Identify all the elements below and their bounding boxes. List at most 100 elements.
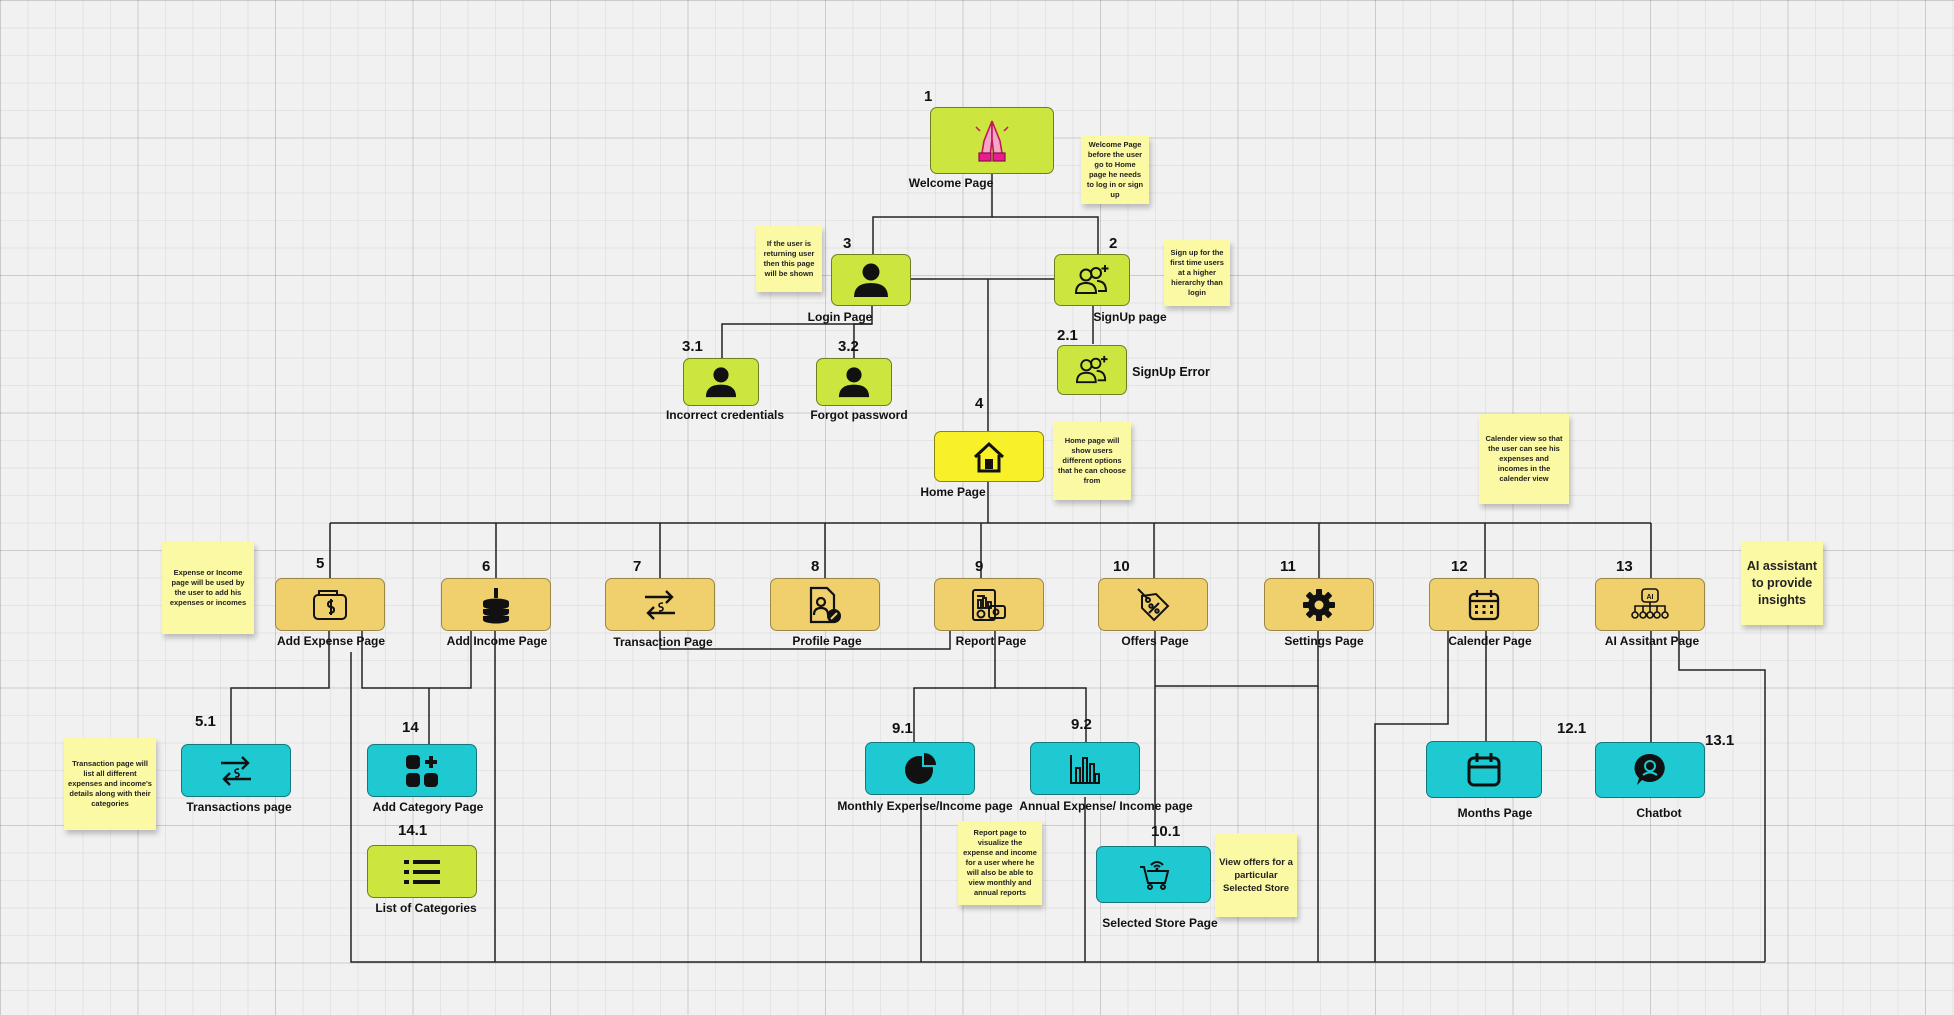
- node-number: 2: [1109, 235, 1118, 252]
- node-number: 3.1: [682, 338, 703, 355]
- calendar-icon: [1467, 752, 1501, 786]
- list-of-categories-label: List of Categories: [375, 901, 477, 915]
- ai-assitant-page-label: AI Assitant Page: [1604, 634, 1700, 648]
- ai-assitant-page-node[interactable]: AI: [1595, 578, 1705, 631]
- chatbot-label: Chatbot: [1636, 806, 1682, 820]
- pie-chart-icon: [905, 752, 936, 784]
- sticky-note-login: If the user is returning user then this …: [756, 226, 822, 292]
- node-number: 10: [1113, 558, 1130, 575]
- node-number: 4: [975, 395, 984, 412]
- calendar-icon: [1468, 589, 1500, 620]
- offers-page-label: Offers Page: [1121, 634, 1189, 648]
- profile-page-label: Profile Page: [792, 634, 862, 648]
- user-icon: [838, 367, 870, 398]
- months-page-node[interactable]: [1426, 741, 1542, 798]
- months-page-label: Months Page: [1457, 806, 1533, 820]
- discount-tag-icon: [1137, 587, 1170, 621]
- forgot-password-node[interactable]: [816, 358, 892, 406]
- transactions-page-node[interactable]: [181, 744, 291, 797]
- settings-page-node[interactable]: [1264, 578, 1374, 631]
- wallet-icon: [313, 589, 347, 620]
- add-expense-page-node[interactable]: [275, 578, 385, 631]
- profile-page-node[interactable]: [770, 578, 880, 631]
- settings-page-label: Settings Page: [1284, 634, 1364, 648]
- node-number: 13.1: [1705, 732, 1735, 749]
- node-number: 12.1: [1557, 720, 1587, 737]
- add-category-page-node[interactable]: [367, 744, 477, 797]
- node-number: 3: [843, 235, 852, 252]
- monthly-expense-income-page-label: Monthly Expense/Income page: [837, 799, 1013, 813]
- node-number: 12: [1451, 558, 1468, 575]
- transaction-page-label: Transaction Page: [613, 635, 713, 649]
- node-number: 8: [811, 558, 820, 575]
- add-users-icon: [1074, 265, 1109, 294]
- add-users-icon: [1075, 355, 1108, 384]
- sticky-note-welcome: Welcome Page before the user go to Home …: [1081, 136, 1149, 204]
- annual-expense-income-page-label: Annual Expense/ Income page: [1019, 799, 1193, 813]
- profile-document-icon: [809, 586, 841, 623]
- signup-page-label: SignUp page: [1093, 310, 1167, 324]
- signup-error-label: SignUp Error: [1132, 365, 1210, 379]
- add-category-page-label: Add Category Page: [372, 800, 484, 814]
- welcome-page-label: Welcome Page: [908, 176, 994, 190]
- svg-text:AI: AI: [1647, 594, 1654, 601]
- add-income-page-label: Add Income Page: [446, 634, 548, 648]
- annual-expense-income-page-node[interactable]: [1030, 742, 1140, 795]
- node-number: 5: [316, 555, 325, 572]
- list-of-categories-node[interactable]: [367, 845, 477, 898]
- sticky-note-report: Report page to visualize the expense and…: [958, 821, 1042, 905]
- forgot-password-label: Forgot password: [810, 408, 908, 422]
- grid-plus-icon: [406, 754, 438, 787]
- calender-page-node[interactable]: [1429, 578, 1539, 631]
- add-income-page-node[interactable]: [441, 578, 551, 631]
- home-page-label: Home Page: [920, 485, 986, 499]
- incorrect-credentials-node[interactable]: [683, 358, 759, 406]
- bar-chart-icon: [1070, 754, 1100, 784]
- home-page-node[interactable]: [934, 431, 1044, 482]
- login-page-node[interactable]: [831, 254, 911, 306]
- node-number: 14.1: [398, 822, 428, 839]
- offers-page-node[interactable]: [1098, 578, 1208, 631]
- sticky-note-home: Home page will show users different opti…: [1053, 422, 1131, 500]
- monthly-expense-income-page-node[interactable]: [865, 742, 975, 795]
- report-page-label: Report Page: [955, 634, 1027, 648]
- node-number: 6: [482, 558, 491, 575]
- node-number: 14: [402, 719, 419, 736]
- list-icon: [404, 859, 440, 884]
- report-page-node[interactable]: [934, 578, 1044, 631]
- signup-error-node[interactable]: [1057, 345, 1127, 395]
- sticky-note-transaction: Transaction page will list all different…: [64, 738, 156, 830]
- chatbot-node[interactable]: [1595, 742, 1705, 798]
- node-number: 9.1: [892, 720, 913, 737]
- user-icon: [705, 367, 737, 398]
- node-number: 10.1: [1151, 823, 1181, 840]
- praying-hands-icon: [975, 120, 1009, 162]
- exchange-arrows-icon: [221, 755, 251, 786]
- sticky-note-expense-income: Expense or Income page will be used by t…: [162, 542, 254, 634]
- coin-stack-icon: [483, 587, 509, 623]
- calender-page-label: Calender Page: [1448, 634, 1532, 648]
- chat-bubble-icon: [1634, 753, 1665, 785]
- node-number: 11: [1280, 558, 1296, 575]
- sticky-note-calender: Calender view so that the user can see h…: [1479, 414, 1569, 504]
- report-chart-icon: [972, 588, 1006, 621]
- transactions-page-label: Transactions page: [186, 800, 292, 814]
- node-number: 9.2: [1071, 716, 1092, 733]
- sticky-note-offers: View offers for a particular Selected St…: [1215, 833, 1297, 917]
- node-number: 5.1: [195, 713, 216, 730]
- signup-page-node[interactable]: [1054, 254, 1130, 306]
- exchange-arrows-icon: [645, 589, 675, 620]
- incorrect-credentials-label: Incorrect credentials: [665, 408, 785, 422]
- node-number: 9: [975, 558, 984, 575]
- node-number: 7: [633, 558, 642, 575]
- welcome-page-node[interactable]: [930, 107, 1054, 174]
- node-number: 13: [1616, 558, 1633, 575]
- selected-store-page-node[interactable]: [1096, 846, 1211, 903]
- node-number: 2.1: [1057, 327, 1078, 344]
- selected-store-page-label: Selected Store Page: [1102, 916, 1218, 930]
- node-number: 3.2: [838, 338, 859, 355]
- node-number: 1: [924, 88, 933, 105]
- transaction-page-node[interactable]: [605, 578, 715, 631]
- user-icon: [854, 263, 888, 297]
